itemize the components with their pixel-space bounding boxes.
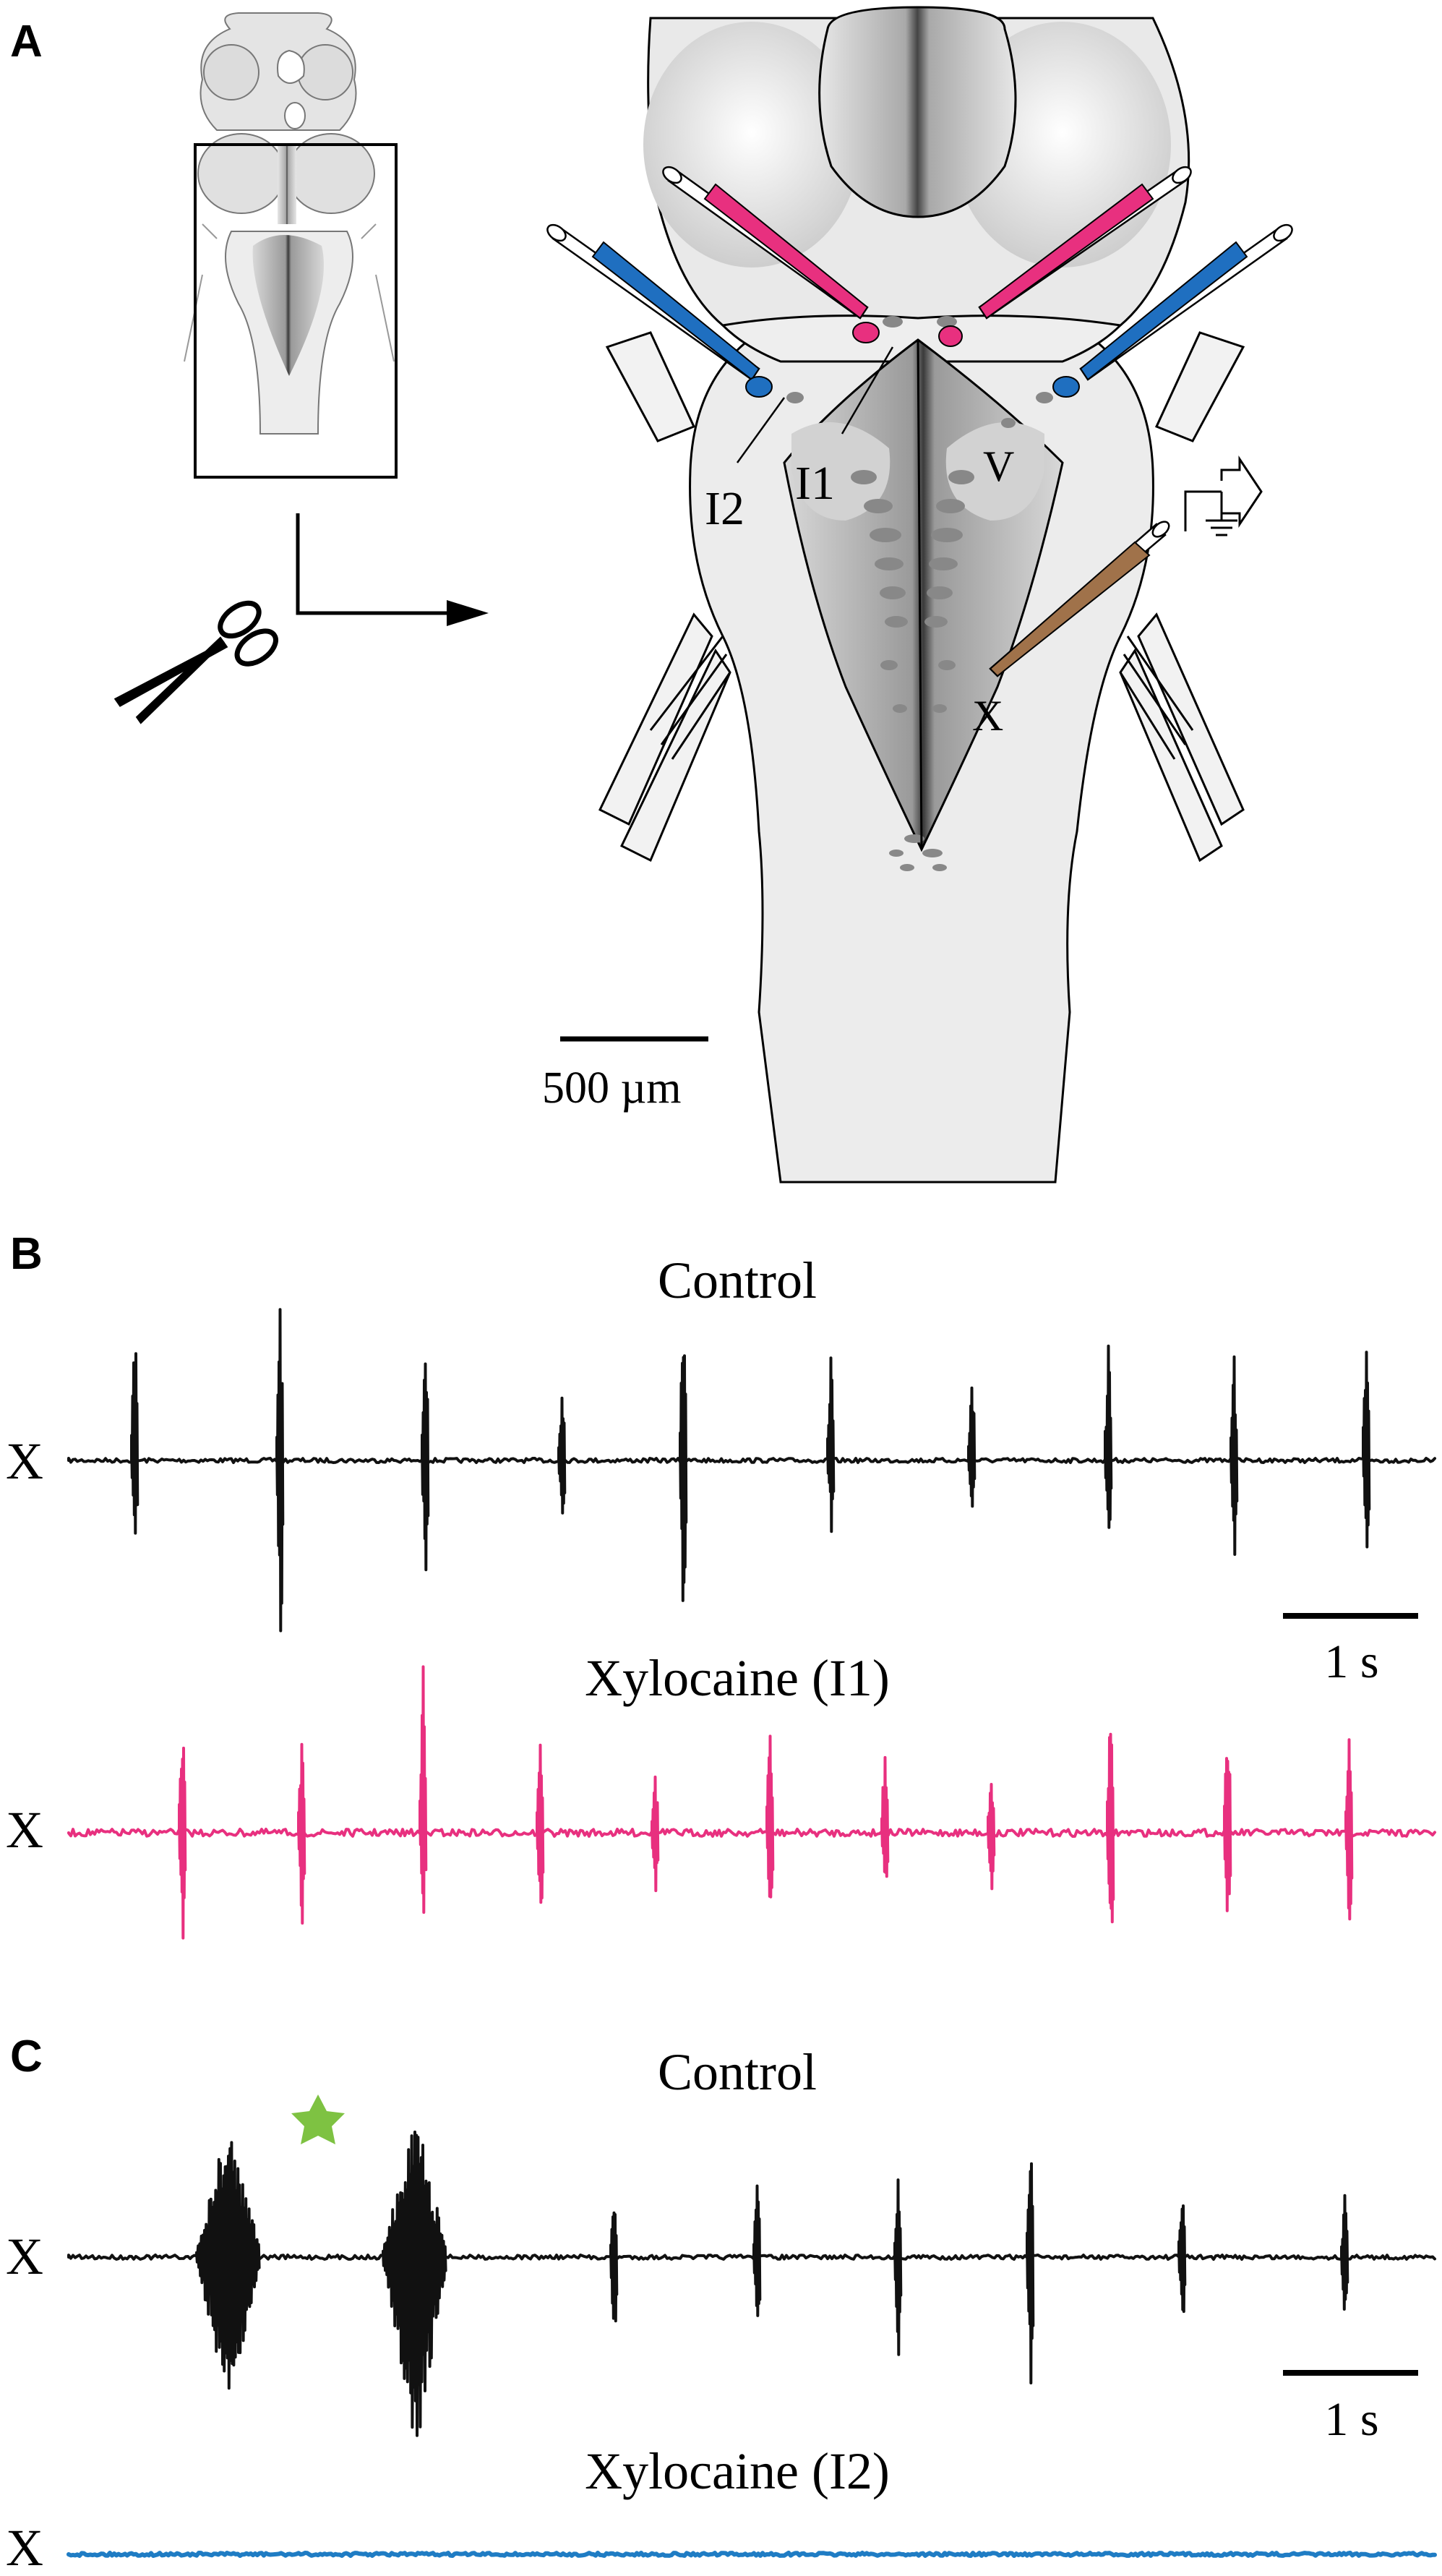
thumbnail-crop-box	[194, 143, 398, 479]
ground-icon	[1184, 455, 1263, 536]
pipette-i2-right	[1052, 223, 1293, 398]
nerve-roots-left	[598, 331, 731, 863]
panel-c-control-title: Control	[658, 2043, 817, 2101]
pipette-i1-left	[662, 166, 880, 343]
label-i1: I1	[795, 457, 835, 510]
i1-leader	[841, 346, 894, 435]
tectum	[818, 6, 1017, 218]
trace-b-xylocaine-i1	[67, 1665, 1436, 1940]
i2-leader	[736, 397, 786, 463]
trace-c-control	[67, 2130, 1436, 2437]
label-v: V	[983, 442, 1014, 490]
panel-c-drug-title: Xylocaine (I2)	[585, 2442, 890, 2500]
star-icon	[291, 2094, 345, 2144]
label-x: X	[972, 692, 1003, 740]
panel-b: B Control X 1 s Xylocaine (I1) X	[6, 1229, 1436, 1940]
panel-b-control-title: Control	[658, 1251, 817, 1309]
pipette-i2-left	[546, 223, 773, 398]
panel-c-scale-bar-label: 1 s	[1324, 2393, 1378, 2446]
panel-b-drug-trace-label: X	[6, 1801, 43, 1859]
panel-b-control-trace-label: X	[6, 1432, 43, 1490]
panel-c-letter: C	[10, 2032, 43, 2081]
panel-a-letter: A	[10, 17, 43, 67]
arrow-right-icon	[296, 513, 489, 626]
brain-thumbnail	[184, 12, 395, 435]
nerve-roots-right	[1119, 331, 1245, 863]
panel-b-drug-title: Xylocaine (I1)	[585, 1649, 890, 1707]
panel-a: A	[10, 6, 1293, 1184]
electrode-x	[989, 521, 1170, 677]
neuron-spots	[786, 316, 1053, 871]
optic-lobe-left	[643, 22, 860, 268]
brain-large	[598, 6, 1245, 1184]
panel-b-scale-bar-label: 1 s	[1324, 1635, 1378, 1688]
panel-c-control-trace-label: X	[6, 2228, 43, 2285]
label-i2: I2	[705, 482, 744, 535]
scale-bar-500um-label: 500 µm	[542, 1064, 681, 1113]
scissors-icon	[113, 600, 278, 724]
panel-c-drug-trace-label: X	[6, 2519, 43, 2576]
trace-b-control	[67, 1308, 1436, 1633]
panel-c: C Control X 1 s Xylocaine (I2) X	[6, 2032, 1437, 2576]
pipette-i1-right	[938, 166, 1192, 347]
panel-b-letter: B	[10, 1229, 43, 1279]
trace-c-xylocaine-i2	[66, 2551, 1437, 2558]
